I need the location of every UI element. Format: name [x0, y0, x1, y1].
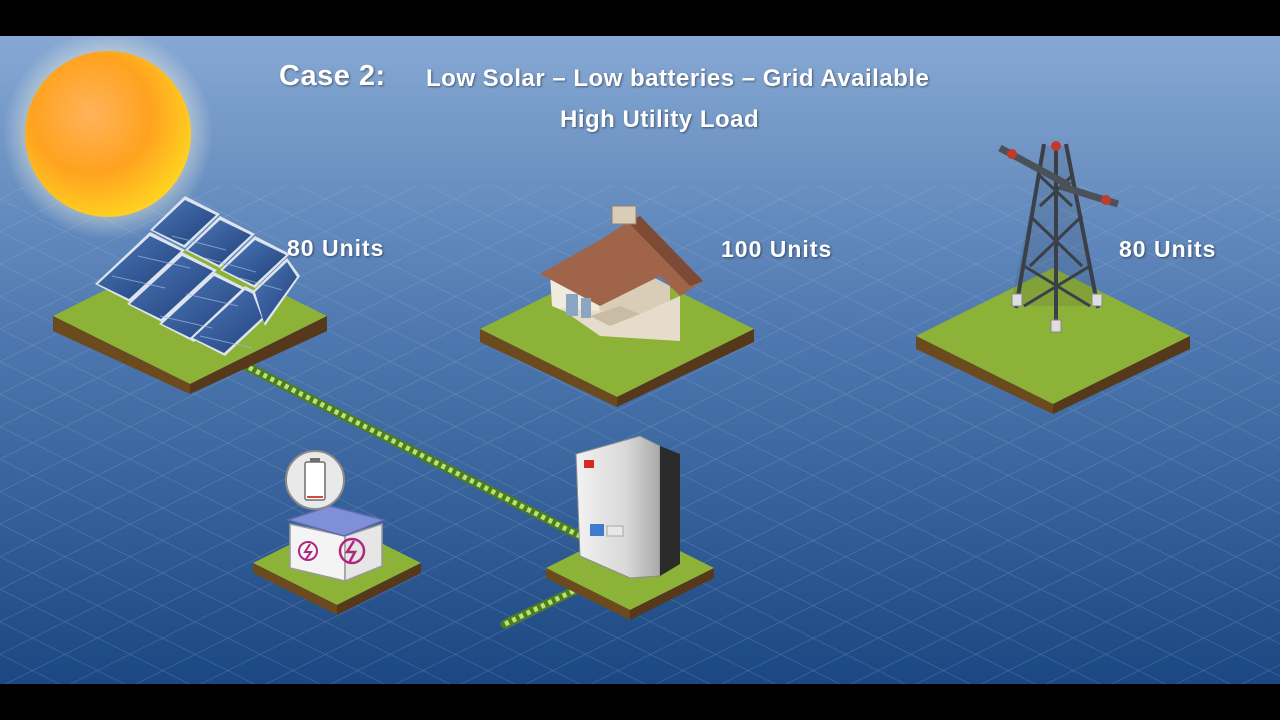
- home-node: [480, 205, 754, 407]
- solar-node: [53, 196, 327, 394]
- sun-icon: [3, 36, 213, 239]
- battery-icon: [285, 505, 387, 583]
- battery-node: [253, 450, 421, 615]
- solar-panel-icon: [95, 196, 300, 356]
- grid-node: [916, 141, 1190, 414]
- case-subtitle: High Utility Load: [560, 106, 760, 133]
- transmission-tower-icon: [998, 141, 1120, 333]
- inverter-icon: [575, 435, 680, 579]
- grid-tile: [916, 268, 1190, 414]
- cable-solar-to-inverter: [237, 359, 585, 541]
- battery-level-icon: [285, 450, 345, 510]
- home-units-label: 100 Units: [721, 236, 833, 262]
- inverter-node: [546, 435, 714, 620]
- grid-units-label: 80 Units: [1119, 236, 1217, 262]
- case-label: Case 2:: [279, 60, 386, 92]
- house-icon: [540, 205, 703, 341]
- energy-flow-diagram: [0, 36, 1280, 684]
- case-title: Low Solar – Low batteries – Grid Availab…: [426, 65, 930, 92]
- solar-units-label: 80 Units: [287, 235, 385, 261]
- diagram-stage: Case 2: Low Solar – Low batteries – Grid…: [0, 36, 1280, 684]
